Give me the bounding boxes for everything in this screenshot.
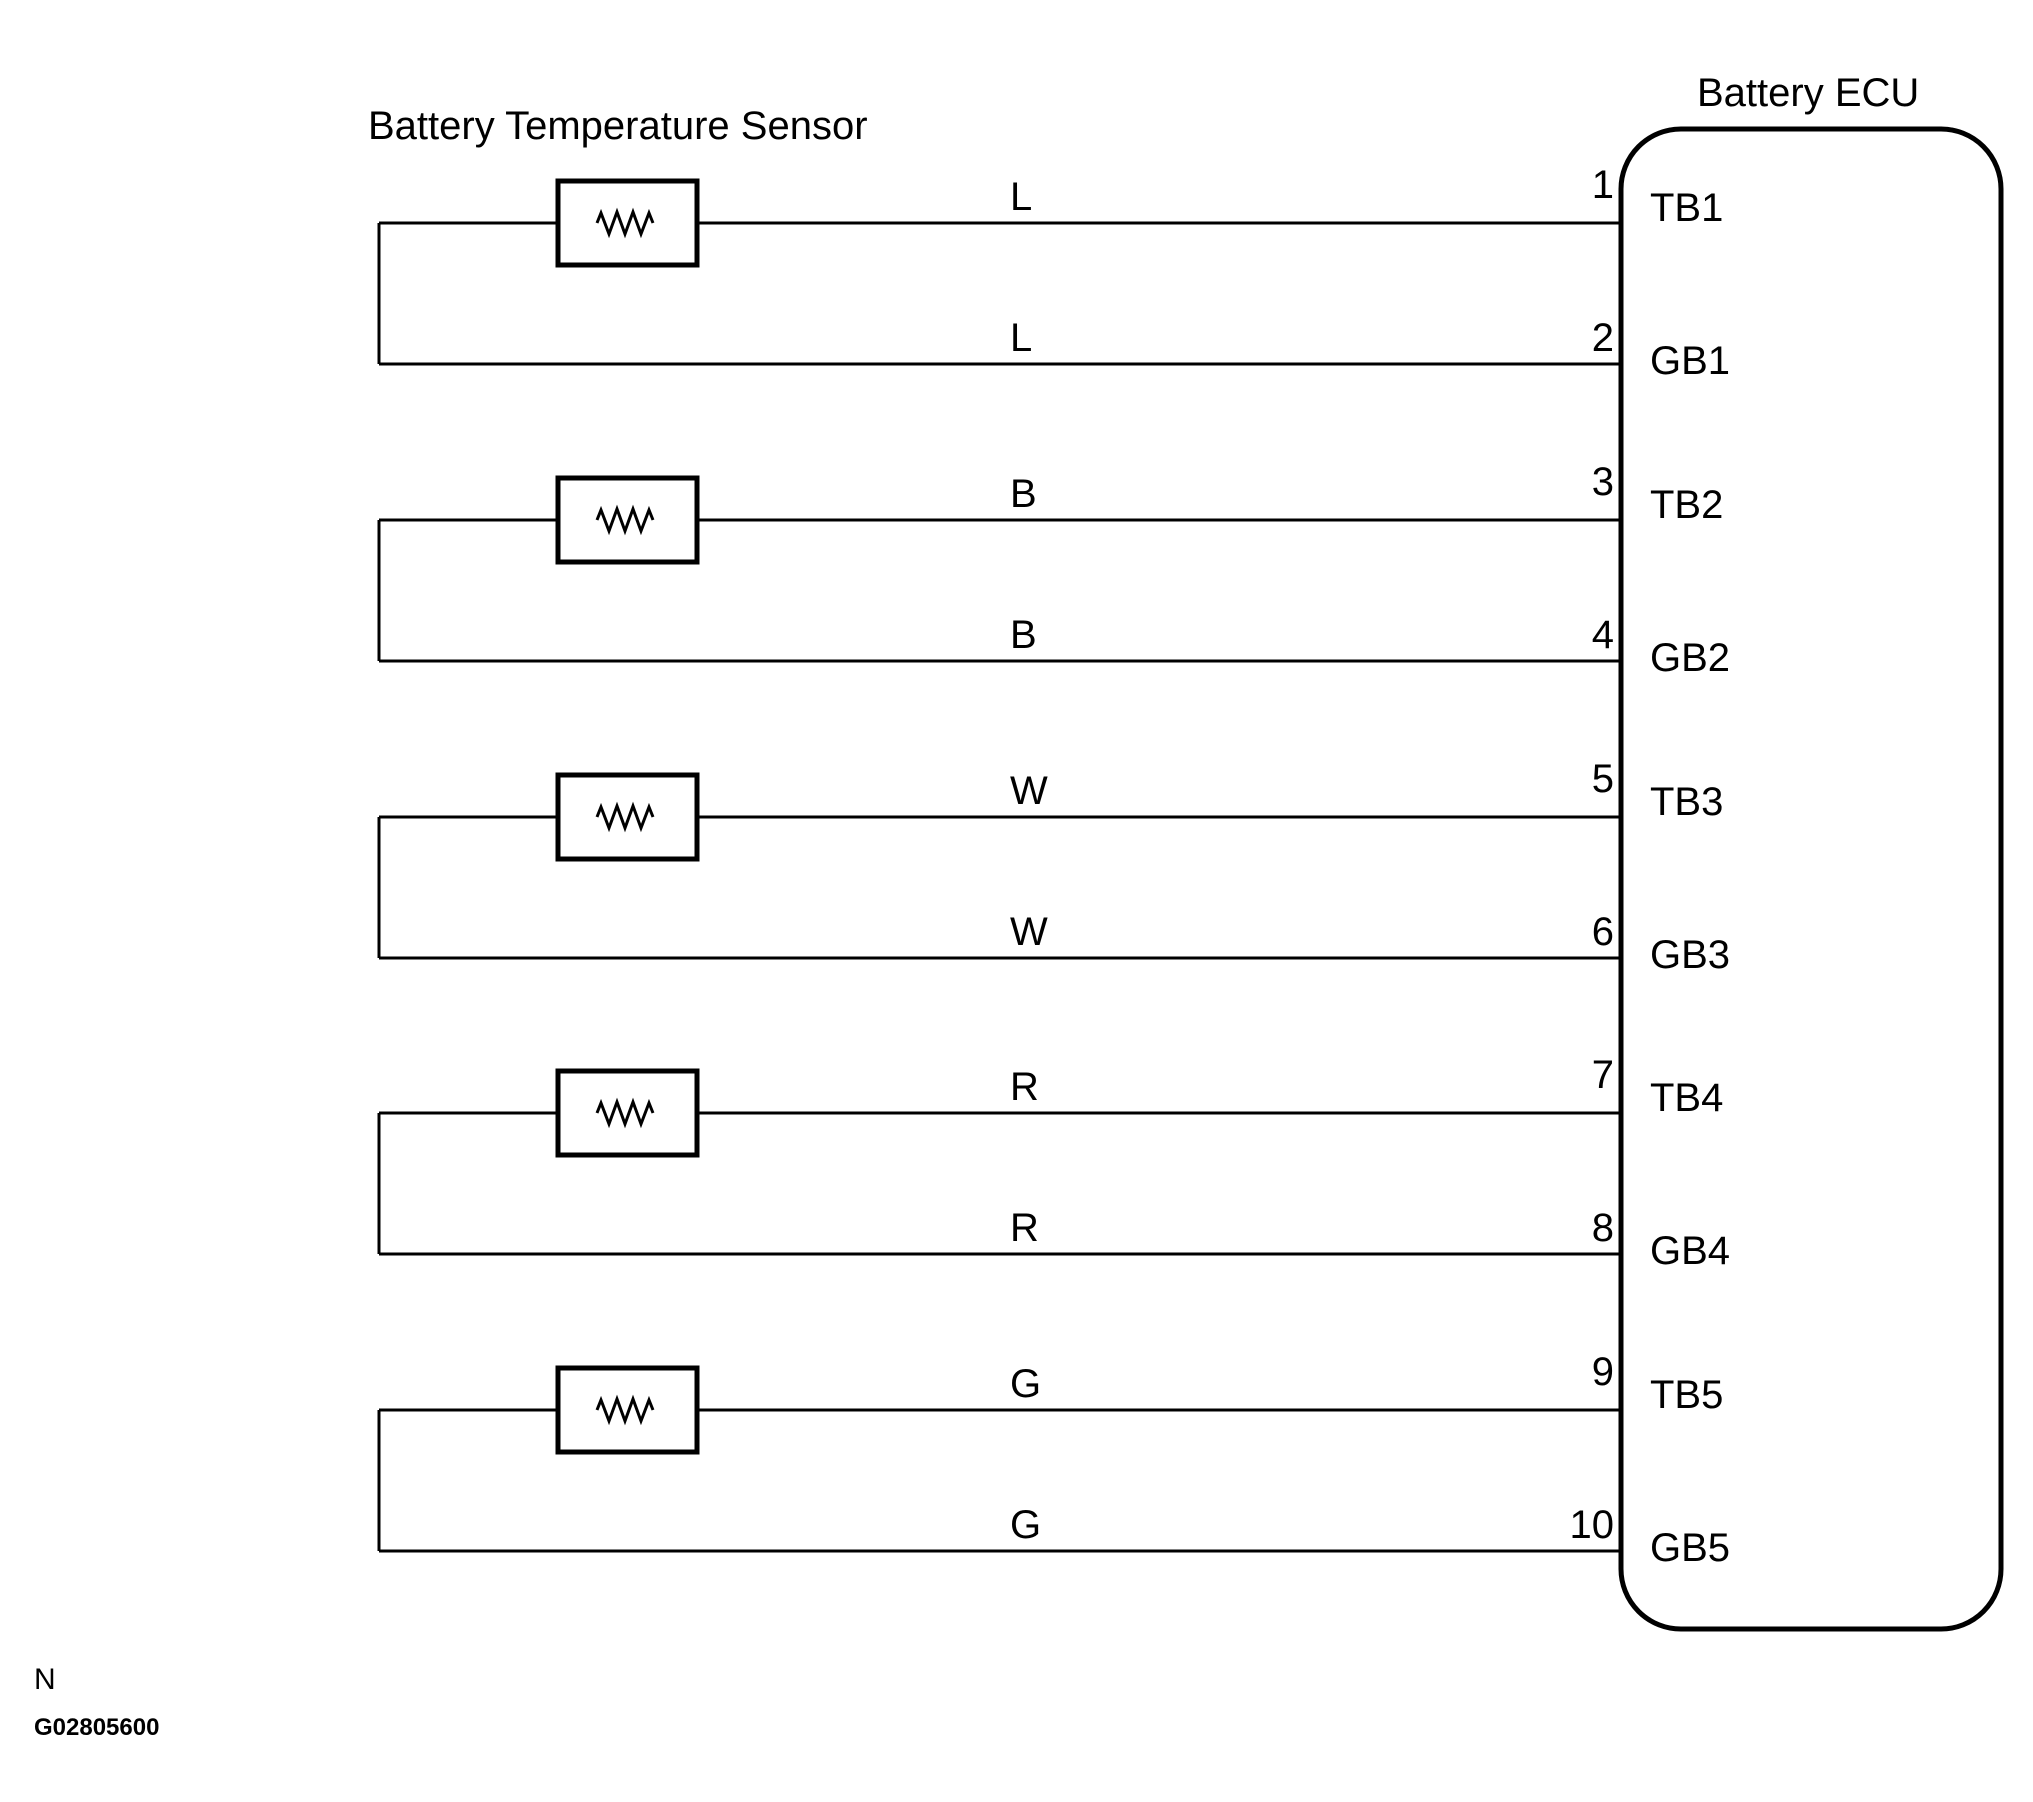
footer-code: G02805600	[34, 1714, 159, 1741]
terminal-bottom-4: GB4	[1650, 1229, 1730, 1273]
pin-number-bottom-3: 6	[1592, 910, 1614, 954]
wire-color-top-5: G	[1010, 1362, 1041, 1406]
sensor-title: Battery Temperature Sensor	[368, 104, 868, 148]
terminal-bottom-3: GB3	[1650, 933, 1730, 977]
wire-color-top-2: B	[1010, 472, 1037, 516]
resistor-symbol-3	[595, 801, 655, 833]
terminal-bottom-1: GB1	[1650, 339, 1730, 383]
pin-number-bottom-1: 2	[1592, 316, 1614, 360]
pin-number-bottom-5: 10	[1570, 1503, 1615, 1547]
thermistor-1	[555, 178, 700, 268]
terminal-top-5: TB5	[1650, 1373, 1723, 1417]
terminal-top-3: TB3	[1650, 780, 1723, 824]
wire-color-bottom-3: W	[1010, 910, 1048, 954]
pin-number-top-2: 3	[1592, 460, 1614, 504]
ecu-title: Battery ECU	[1697, 71, 1919, 115]
wire-color-top-1: L	[1010, 175, 1032, 219]
pin-number-top-5: 9	[1592, 1350, 1614, 1394]
pin-number-top-3: 5	[1592, 757, 1614, 801]
terminal-top-1: TB1	[1650, 186, 1723, 230]
terminal-top-2: TB2	[1650, 483, 1723, 527]
pin-number-top-1: 1	[1592, 163, 1614, 207]
resistor-symbol-1	[595, 207, 655, 239]
wire-color-bottom-2: B	[1010, 613, 1037, 657]
wire-color-bottom-4: R	[1010, 1206, 1039, 1250]
terminal-bottom-5: GB5	[1650, 1526, 1730, 1570]
footer-mark: N	[34, 1663, 56, 1696]
pin-number-top-4: 7	[1592, 1053, 1614, 1097]
pin-number-bottom-4: 8	[1592, 1206, 1614, 1250]
resistor-symbol-5	[595, 1394, 655, 1426]
wire-color-top-3: W	[1010, 769, 1048, 813]
wire-color-bottom-1: L	[1010, 316, 1032, 360]
resistor-symbol-2	[595, 504, 655, 536]
battery-ecu-box	[1618, 126, 2004, 1632]
terminal-bottom-2: GB2	[1650, 636, 1730, 680]
resistor-symbol-4	[595, 1097, 655, 1129]
wire-color-top-4: R	[1010, 1065, 1039, 1109]
wire-color-bottom-5: G	[1010, 1503, 1041, 1547]
pin-number-bottom-2: 4	[1592, 613, 1614, 657]
terminal-top-4: TB4	[1650, 1076, 1723, 1120]
